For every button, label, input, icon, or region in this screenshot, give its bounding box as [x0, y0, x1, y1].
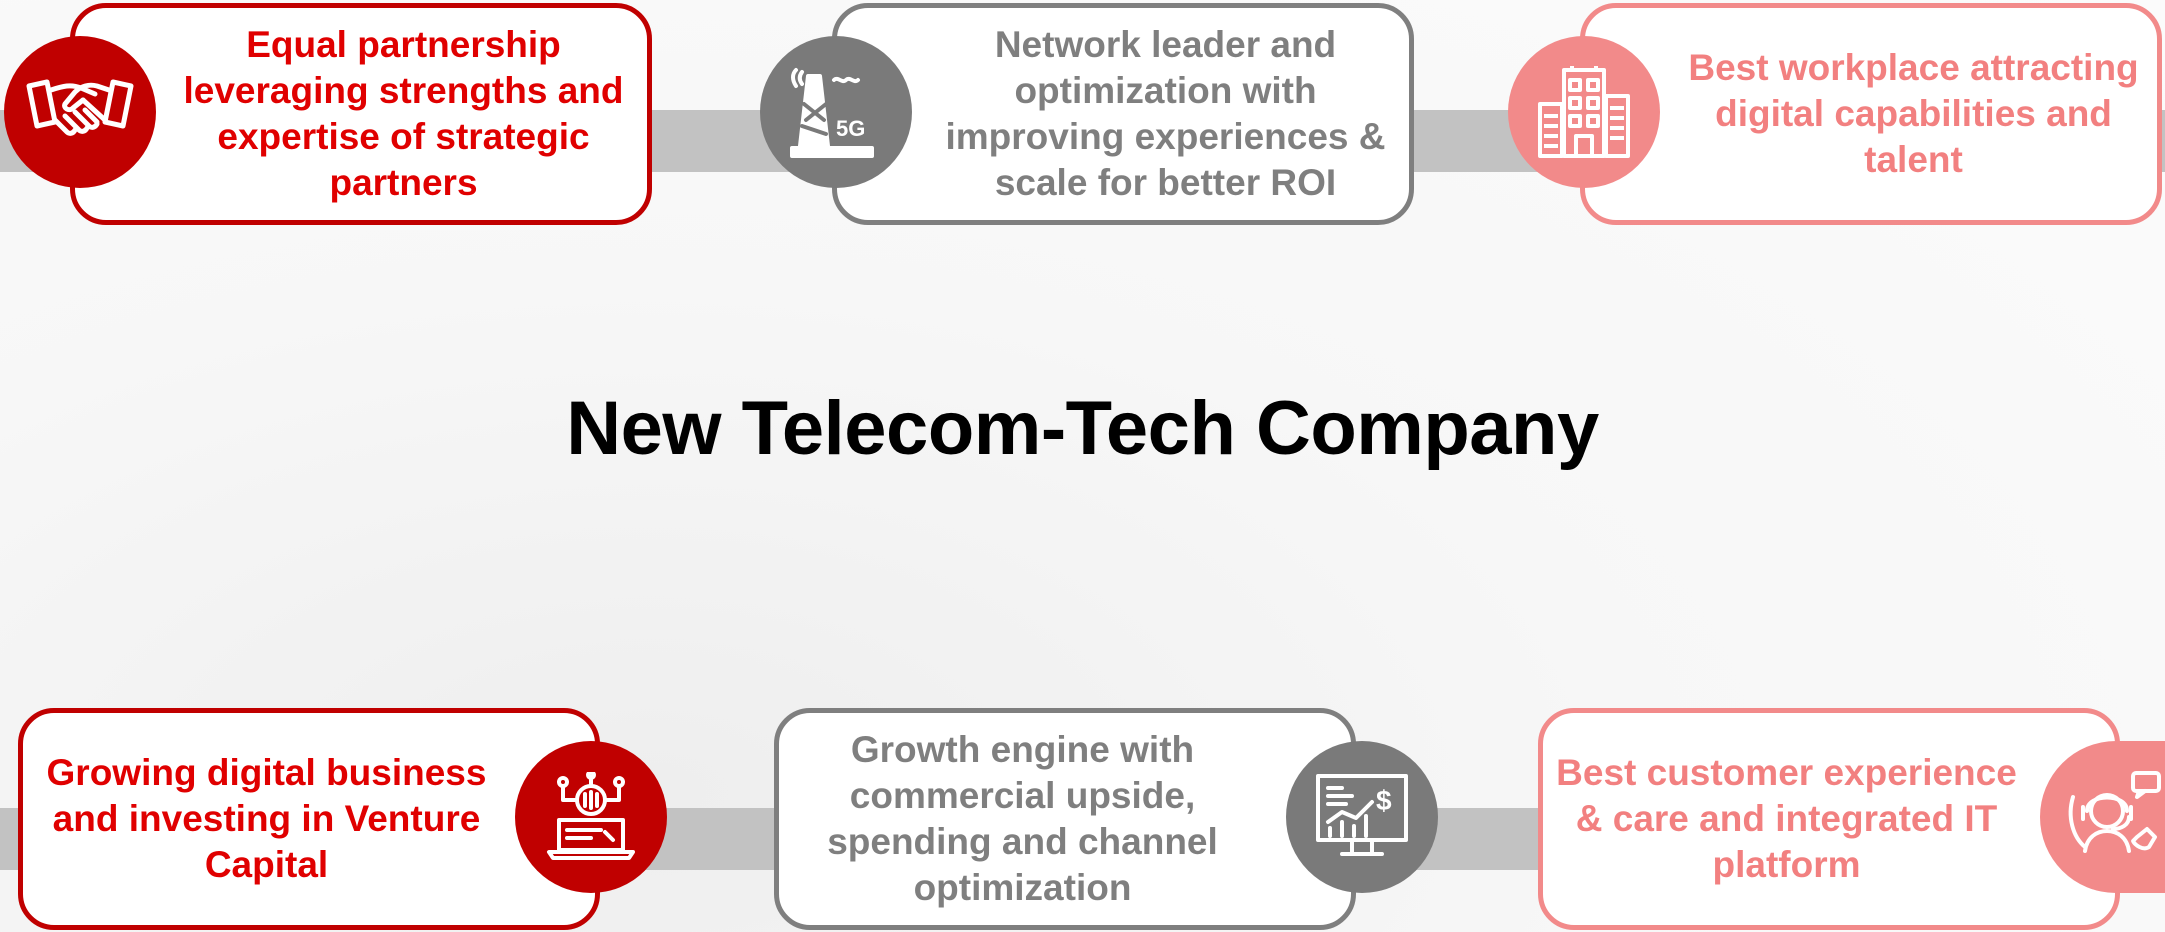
bottom-card-growth-text: Growth engine with commercial upside, sp… [827, 729, 1218, 908]
bottom-card-customer: Best customer experience & care and inte… [1538, 708, 2120, 930]
office-building-icon [1534, 62, 1634, 162]
top-card-network-text: Network leader and optimization with imp… [945, 24, 1386, 203]
svg-text:5G: 5G [836, 116, 865, 141]
top-card-network: Network leader and optimization with imp… [832, 3, 1414, 225]
customer-support-icon [2063, 767, 2163, 867]
bottom-card-digital: Growing digital business and investing i… [18, 708, 600, 930]
support-circle [2040, 741, 2165, 893]
bottom-card-growth: Growth engine with commercial upside, sp… [774, 708, 1356, 930]
page-title: New Telecom-Tech Company [566, 386, 1599, 471]
top-card-workplace-text: Best workplace attracting digital capabi… [1688, 47, 2139, 180]
5g-tower-circle: 5G [760, 36, 912, 188]
digital-circle [515, 741, 667, 893]
bottom-card-customer-text: Best customer experience & care and inte… [1556, 752, 2017, 885]
handshake-icon [25, 72, 135, 152]
handshake-circle [4, 36, 156, 188]
svg-text:$: $ [1376, 785, 1392, 816]
top-card-partnership: Equal partnership leveraging strengths a… [70, 3, 652, 225]
top-card-workplace: Best workplace attracting digital capabi… [1580, 3, 2162, 225]
top-card-partnership-text: Equal partnership leveraging strengths a… [183, 24, 624, 203]
growth-monitor-icon: $ [1312, 772, 1412, 862]
5g-tower-icon: 5G [788, 64, 884, 160]
building-circle [1508, 36, 1660, 188]
bottom-card-digital-text: Growing digital business and investing i… [46, 752, 487, 885]
digital-laptop-icon [541, 772, 641, 862]
growth-circle: $ [1286, 741, 1438, 893]
